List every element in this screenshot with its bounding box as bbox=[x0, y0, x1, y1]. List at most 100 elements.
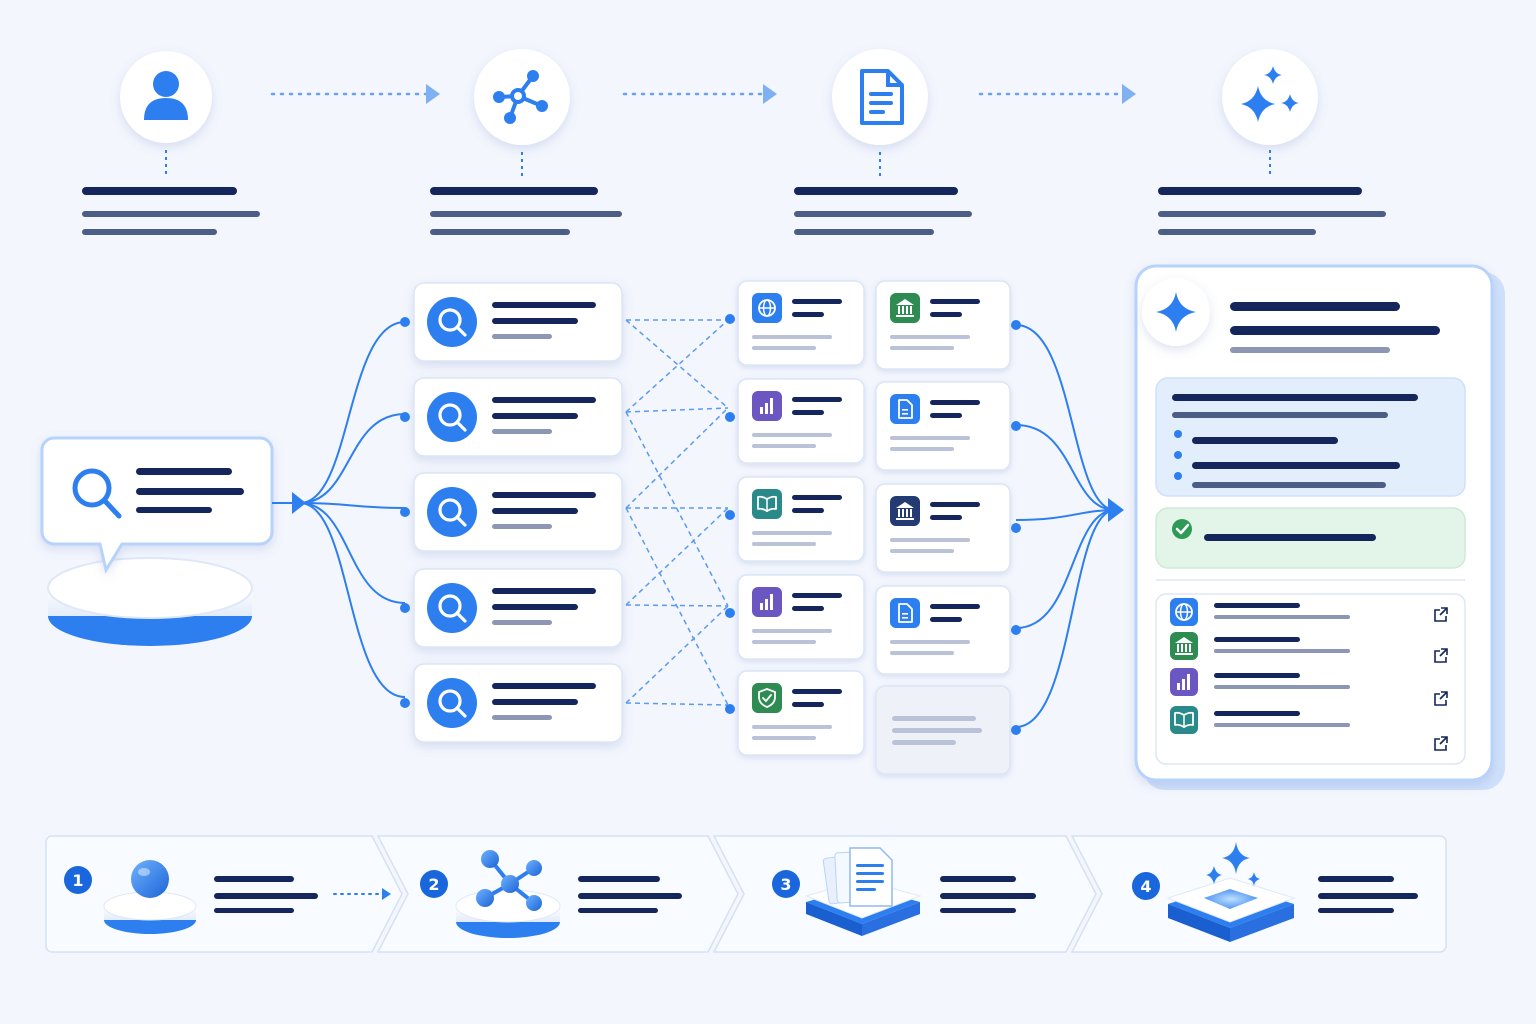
citation-row[interactable] bbox=[1170, 598, 1448, 626]
text-placeholder bbox=[890, 549, 954, 553]
connector-dot bbox=[725, 704, 735, 714]
text-placeholder bbox=[492, 699, 578, 705]
text-placeholder bbox=[930, 502, 980, 507]
sparkles-icon bbox=[1241, 66, 1299, 122]
fan-in-connectors bbox=[1015, 324, 1116, 728]
text-placeholder bbox=[792, 397, 842, 402]
text-placeholder bbox=[1230, 302, 1400, 311]
source-card[interactable] bbox=[725, 670, 865, 756]
text-placeholder bbox=[752, 736, 816, 740]
source-card[interactable] bbox=[725, 476, 865, 562]
header-stage-network bbox=[430, 49, 622, 235]
text-placeholder bbox=[1192, 482, 1386, 488]
step-number: 1 bbox=[72, 871, 83, 890]
text-placeholder bbox=[890, 346, 954, 350]
text-placeholder bbox=[492, 492, 596, 498]
subquery-card[interactable] bbox=[400, 568, 623, 648]
arrow-head bbox=[382, 888, 391, 900]
text-placeholder bbox=[792, 606, 824, 611]
arrow-head bbox=[1108, 498, 1124, 522]
shield-check-icon bbox=[752, 683, 782, 713]
fan-out-connectors bbox=[272, 321, 406, 698]
subquery-card[interactable] bbox=[400, 377, 623, 457]
header-stage-sparkles bbox=[1158, 49, 1386, 235]
source-card-empty bbox=[875, 685, 1021, 775]
search-icon bbox=[427, 678, 477, 728]
subquery-card[interactable] bbox=[400, 472, 623, 552]
text-placeholder bbox=[1158, 229, 1316, 235]
source-card[interactable] bbox=[725, 280, 865, 366]
text-placeholder bbox=[1192, 437, 1338, 444]
text-placeholder bbox=[940, 908, 1016, 913]
text-placeholder bbox=[82, 211, 260, 217]
source-card[interactable] bbox=[875, 381, 1021, 471]
query-bubble[interactable] bbox=[40, 436, 274, 574]
steps-bar: 1 2 3 4 bbox=[45, 835, 1447, 953]
source-card[interactable] bbox=[725, 378, 865, 464]
text-placeholder bbox=[492, 318, 578, 324]
text-placeholder bbox=[1214, 673, 1300, 678]
text-placeholder bbox=[578, 876, 660, 882]
text-placeholder bbox=[136, 507, 212, 513]
external-link-icon[interactable] bbox=[1434, 607, 1448, 622]
text-placeholder bbox=[492, 588, 596, 594]
text-placeholder bbox=[890, 538, 970, 542]
source-card[interactable] bbox=[875, 585, 1021, 675]
answer-panel bbox=[1134, 264, 1505, 790]
text-placeholder bbox=[492, 413, 578, 419]
text-placeholder bbox=[82, 229, 217, 235]
connector-dot bbox=[400, 317, 410, 327]
text-placeholder bbox=[752, 531, 832, 535]
text-placeholder bbox=[214, 876, 294, 882]
arrow-head bbox=[426, 84, 440, 104]
text-placeholder bbox=[492, 302, 596, 308]
bar-chart-icon bbox=[752, 587, 782, 617]
text-placeholder bbox=[492, 683, 596, 689]
text-placeholder bbox=[492, 429, 552, 434]
source-card[interactable] bbox=[875, 280, 1021, 370]
connector-dot bbox=[400, 507, 410, 517]
text-placeholder bbox=[930, 617, 962, 622]
query-input bbox=[40, 436, 274, 646]
text-placeholder bbox=[430, 187, 598, 195]
text-placeholder bbox=[940, 893, 1036, 899]
citation-row[interactable] bbox=[1170, 668, 1448, 706]
search-icon bbox=[427, 392, 477, 442]
text-placeholder bbox=[214, 893, 318, 899]
text-placeholder bbox=[752, 335, 832, 339]
text-placeholder bbox=[890, 651, 954, 655]
external-link-icon[interactable] bbox=[1434, 736, 1448, 751]
text-placeholder bbox=[890, 447, 954, 451]
text-placeholder bbox=[492, 524, 552, 529]
text-placeholder bbox=[492, 334, 552, 339]
source-card[interactable] bbox=[875, 483, 1021, 573]
text-placeholder bbox=[1318, 908, 1394, 913]
connector-dot bbox=[1011, 625, 1021, 635]
source-card[interactable] bbox=[725, 574, 865, 660]
external-link-icon[interactable] bbox=[1434, 691, 1448, 706]
text-placeholder bbox=[82, 187, 237, 195]
text-placeholder bbox=[792, 410, 824, 415]
bullet-dot bbox=[1174, 451, 1182, 459]
subquery-card[interactable] bbox=[400, 663, 623, 743]
subquery-card[interactable] bbox=[400, 282, 623, 362]
text-placeholder bbox=[1172, 394, 1418, 401]
text-placeholder bbox=[1158, 211, 1386, 217]
text-placeholder bbox=[430, 229, 570, 235]
text-placeholder bbox=[1214, 711, 1300, 716]
text-placeholder bbox=[930, 604, 980, 609]
external-link-icon[interactable] bbox=[1434, 648, 1448, 663]
text-placeholder bbox=[752, 640, 816, 644]
text-placeholder bbox=[930, 400, 980, 405]
step-badge-3: 3 bbox=[772, 870, 800, 898]
citation-row[interactable] bbox=[1170, 706, 1448, 751]
step-badge-1: 1 bbox=[64, 866, 92, 894]
arrow-head bbox=[1122, 84, 1136, 104]
bar-chart-icon bbox=[752, 391, 782, 421]
text-placeholder bbox=[890, 436, 970, 440]
text-placeholder bbox=[890, 640, 970, 644]
text-placeholder bbox=[492, 715, 552, 720]
text-placeholder bbox=[752, 542, 816, 546]
text-placeholder bbox=[930, 312, 962, 317]
citation-row[interactable] bbox=[1170, 632, 1448, 663]
